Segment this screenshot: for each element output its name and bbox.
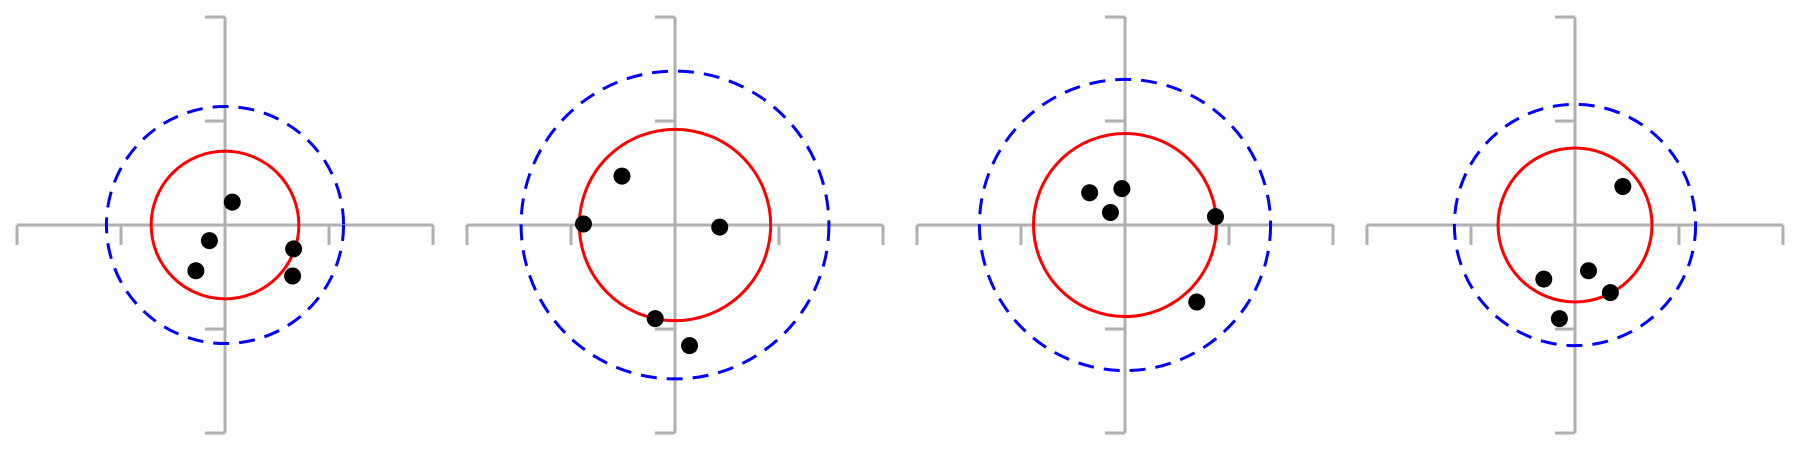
data-point — [1580, 262, 1598, 280]
data-point — [681, 337, 699, 355]
data-point — [1113, 180, 1131, 198]
data-point — [1081, 184, 1099, 202]
data-point — [1206, 208, 1224, 226]
data-point — [646, 310, 664, 328]
panel-3 — [915, 15, 1335, 435]
data-point — [613, 167, 631, 185]
data-point — [711, 218, 729, 236]
data-point — [223, 193, 241, 211]
panel-1 — [15, 15, 435, 435]
data-point — [1614, 178, 1632, 196]
solid-circle — [1496, 146, 1654, 304]
dashed-circle — [104, 104, 346, 346]
data-point — [187, 262, 205, 280]
panel-2 — [465, 15, 885, 435]
data-point — [1535, 270, 1553, 288]
panel-4 — [1365, 15, 1785, 435]
data-point — [574, 215, 592, 233]
dashed-circle — [1452, 102, 1698, 348]
data-point — [1550, 310, 1568, 328]
data-point — [285, 240, 303, 258]
data-point — [284, 267, 302, 285]
data-point — [200, 232, 218, 250]
dashed-circle — [519, 69, 831, 381]
solid-circle — [149, 149, 301, 301]
data-point — [1188, 293, 1206, 311]
dashed-circle — [977, 77, 1273, 373]
data-point — [1101, 204, 1119, 222]
data-point — [1601, 284, 1619, 302]
